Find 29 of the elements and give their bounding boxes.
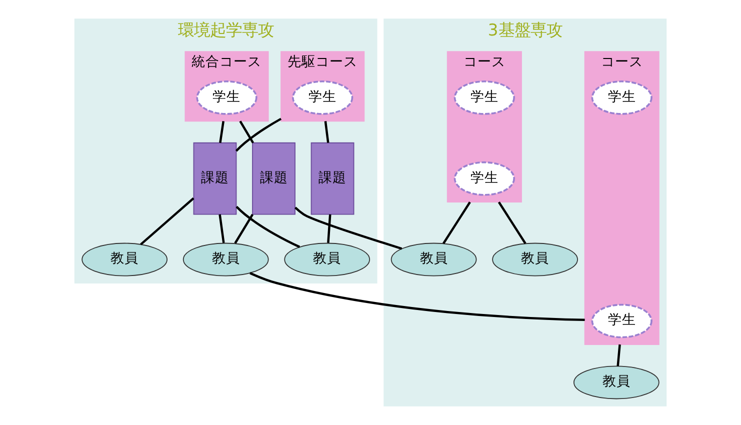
connector <box>140 197 194 246</box>
connector <box>219 121 224 143</box>
connector <box>236 206 300 248</box>
node-ellipse: 学生 <box>591 80 652 115</box>
node-box: 課題 <box>310 142 354 215</box>
node-ellipse: 学生 <box>292 80 354 115</box>
node-ellipse: 教員 <box>573 366 660 400</box>
connector <box>239 120 254 144</box>
connector <box>235 118 282 152</box>
node-box: 課題 <box>193 142 237 215</box>
connector <box>324 121 330 143</box>
node-ellipse: 教員 <box>82 242 168 276</box>
connector <box>218 214 225 244</box>
connector <box>234 214 254 244</box>
connector <box>250 272 585 322</box>
node-ellipse: 教員 <box>182 242 269 276</box>
connector <box>498 202 526 244</box>
connector <box>294 206 402 250</box>
node-ellipse: 学生 <box>454 80 515 115</box>
node-ellipse: 学生 <box>196 80 258 115</box>
node-ellipse: 教員 <box>284 242 370 276</box>
connector <box>442 202 471 244</box>
connector <box>327 214 332 243</box>
node-ellipse: 学生 <box>591 304 652 338</box>
node-box: 課題 <box>252 142 296 215</box>
node-ellipse: 学生 <box>454 161 515 196</box>
node-ellipse: 教員 <box>492 242 578 276</box>
connector <box>616 344 621 366</box>
node-ellipse: 教員 <box>390 242 477 276</box>
